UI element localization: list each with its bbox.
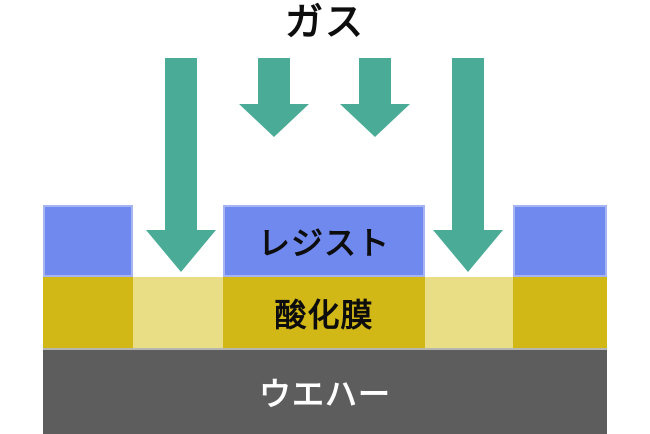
- oxide-etched-gap-left: [133, 277, 223, 348]
- resist-block-right: [513, 205, 607, 277]
- oxide-segment-right: [513, 277, 607, 348]
- oxide-segment-left: [43, 277, 133, 348]
- oxide-label: 酸化膜: [274, 295, 374, 334]
- gas-arrow-down-long-right-icon: [433, 58, 503, 272]
- wafer-label: ウエハー: [258, 375, 391, 413]
- oxide-etched-gap-right: [425, 277, 513, 348]
- gas-title: ガス: [284, 0, 365, 44]
- gas-arrow-down-short-left-icon: [239, 58, 309, 137]
- resist-label: レジスト: [257, 224, 390, 262]
- wafer-layer: ウエハー: [43, 348, 607, 434]
- oxide-segment-center: 酸化膜: [223, 277, 425, 348]
- resist-block-center: レジスト: [223, 205, 425, 277]
- resist-block-left: [43, 205, 133, 277]
- gas-arrow-down-short-right-icon: [340, 58, 410, 137]
- gas-arrow-down-long-left-icon: [146, 58, 216, 272]
